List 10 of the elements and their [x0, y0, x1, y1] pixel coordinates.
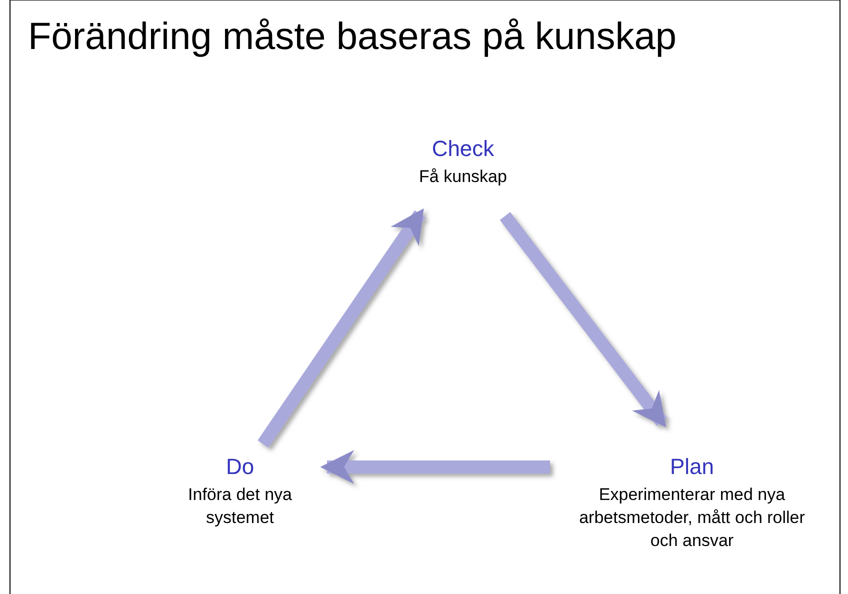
slide-title: Förändring måste baseras på kunskap [28, 16, 676, 59]
step-description: Få kunskap [419, 166, 507, 188]
cycle-arrow [320, 450, 550, 484]
step-description: Experimenterar med nya arbetsmetoder, mått och roller och ansvar [578, 484, 806, 552]
step-heading: Plan [670, 454, 714, 480]
step-description: Införa det nya systemet [187, 484, 293, 529]
cycle-arrow [500, 212, 668, 428]
step-heading: Do [226, 454, 254, 480]
cycle-arrow [258, 208, 426, 448]
step-heading: Check [432, 136, 494, 162]
